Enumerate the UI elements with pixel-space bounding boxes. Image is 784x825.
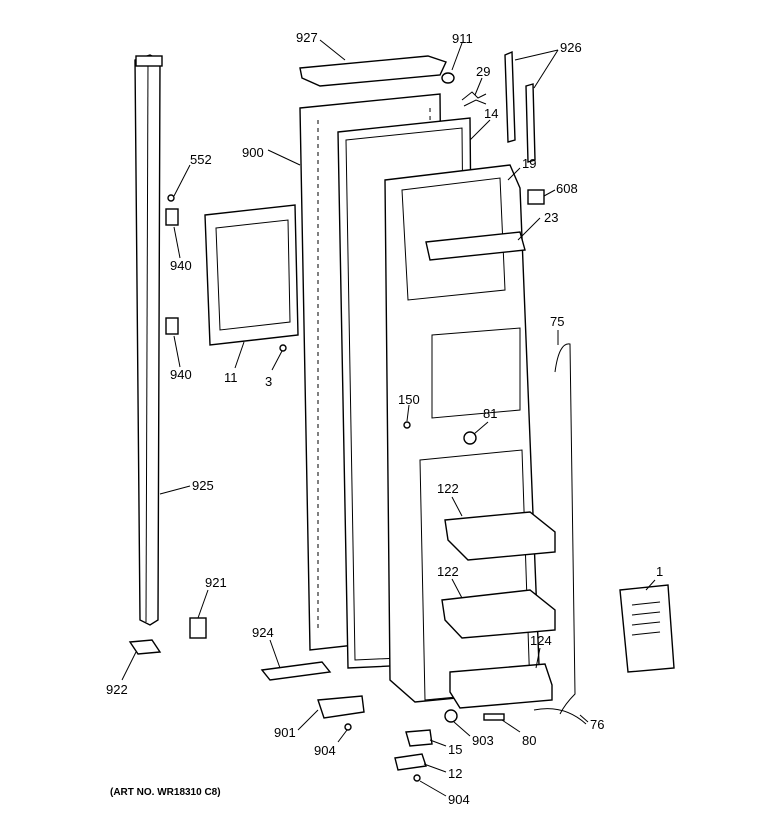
- part-12-bracket: [394, 753, 427, 771]
- label-924: 924: [252, 625, 274, 640]
- part-911-clip: [441, 72, 455, 84]
- part-124-bin: [449, 663, 553, 709]
- part-11-inner-panel: [204, 204, 299, 346]
- label-124: 124: [530, 633, 552, 648]
- label-900: 900: [242, 145, 264, 160]
- part-927-top-cap: [299, 55, 447, 87]
- label-150: 150: [398, 392, 420, 407]
- label-122-upper: 122: [437, 481, 459, 496]
- label-14: 14: [484, 106, 498, 121]
- label-926: 926: [560, 40, 582, 55]
- part-921-bracket: [189, 617, 207, 639]
- leader-lines: [121, 39, 656, 797]
- part-940-hinge-lower: [165, 317, 179, 335]
- part-23-dispenser-shelf: [425, 231, 526, 261]
- label-608: 608: [556, 181, 578, 196]
- part-940-hinge-upper: [165, 208, 179, 226]
- label-903: 903: [472, 733, 494, 748]
- label-921: 921: [205, 575, 227, 590]
- part-15-bracket: [405, 729, 433, 747]
- label-904-a: 904: [314, 743, 336, 758]
- label-904-b: 904: [448, 792, 470, 807]
- label-19: 19: [522, 156, 536, 171]
- label-81: 81: [483, 406, 497, 421]
- label-80: 80: [522, 733, 536, 748]
- part-608-switch: [527, 189, 545, 205]
- part-926-trim-pieces: [504, 50, 536, 163]
- part-904-screw-a: [344, 723, 352, 731]
- label-552: 552: [190, 152, 212, 167]
- label-1: 1: [656, 564, 663, 579]
- part-552-screw: [167, 194, 175, 202]
- part-1-manual: [619, 584, 675, 673]
- part-122-shelf-lower: [441, 589, 556, 639]
- part-901-bottom-cap: [317, 695, 365, 719]
- art-number: (ART NO. WR18310 C8): [110, 787, 221, 798]
- part-922-hinge-pin: [128, 639, 162, 655]
- part-924-bottom-plate: [260, 661, 332, 681]
- label-12: 12: [448, 766, 462, 781]
- label-122-lower: 122: [437, 564, 459, 579]
- label-76: 76: [590, 717, 604, 732]
- label-901: 901: [274, 725, 296, 740]
- label-940-upper: 940: [170, 258, 192, 273]
- label-911: 911: [452, 31, 473, 46]
- part-29-wire-harness: [461, 91, 487, 107]
- label-940-lower: 940: [170, 367, 192, 382]
- label-3: 3: [265, 374, 272, 389]
- part-76-wire: [533, 708, 587, 725]
- part-3-screw: [279, 344, 287, 352]
- label-11: 11: [224, 370, 238, 385]
- part-925-trim-strip: [134, 54, 163, 626]
- part-904-screw-b: [413, 774, 421, 782]
- label-23: 23: [544, 210, 558, 225]
- label-75: 75: [550, 314, 564, 329]
- label-29: 29: [476, 64, 490, 79]
- label-925: 925: [192, 478, 214, 493]
- part-75-wire: [554, 343, 576, 715]
- part-81-knob: [463, 431, 477, 445]
- label-927: 927: [296, 30, 318, 45]
- label-15: 15: [448, 742, 462, 757]
- part-150-screw: [403, 421, 411, 429]
- label-922: 922: [106, 682, 128, 697]
- part-122-shelf-upper: [444, 511, 556, 561]
- part-903-plug: [444, 709, 458, 723]
- part-80-connector: [483, 713, 505, 721]
